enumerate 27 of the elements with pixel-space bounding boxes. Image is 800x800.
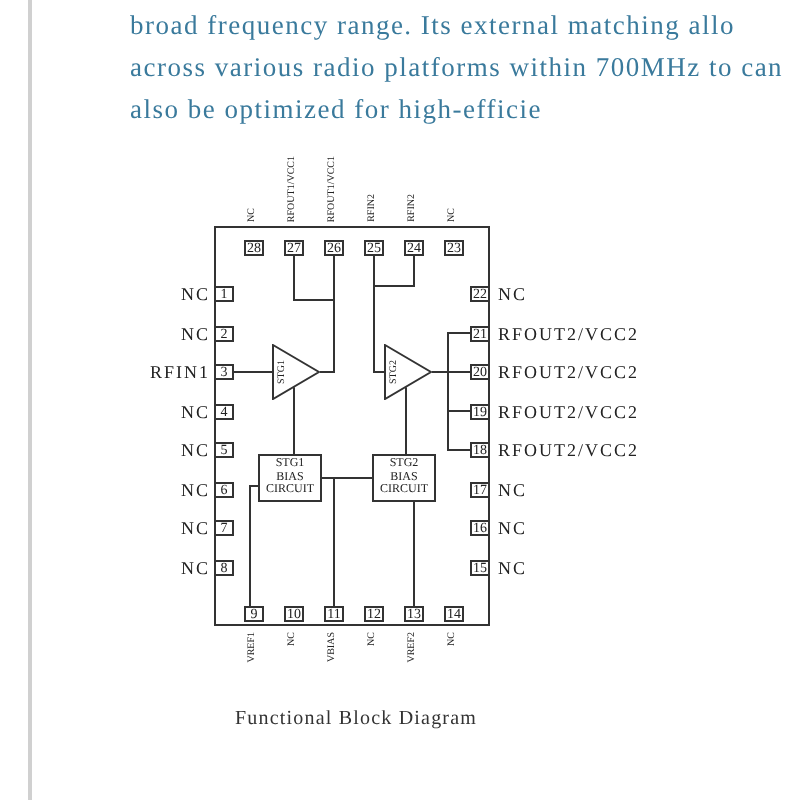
wire (405, 386, 407, 455)
pin-name: NC (180, 440, 210, 460)
pin-name: RFIN1 (149, 362, 210, 382)
wire (319, 255, 335, 373)
pin-name: RFOUT2/VCC2 (498, 362, 640, 382)
pin-name: NC (180, 557, 210, 577)
pin-name: NC (498, 518, 528, 538)
pin-name: NC (180, 323, 210, 343)
figure-caption: Functional Block Diagram (234, 708, 478, 730)
pin-name: NC (180, 401, 210, 421)
pin-name: NC (180, 518, 210, 538)
wire (431, 371, 471, 451)
wire (413, 501, 415, 607)
pin-name: NC (180, 479, 210, 499)
wire (333, 477, 373, 607)
pin-name: NC (498, 557, 528, 577)
pin-name: RFOUT2/VCC2 (498, 440, 640, 460)
body-text: broad frequency range. Its external matching allo across various radio platforms within 700MHz to can also be optimized for high-efficie (130, 8, 786, 128)
pin-name: RFOUT2/VCC2 (498, 401, 640, 421)
wire (249, 485, 259, 607)
pin-name: NC (498, 479, 528, 499)
wire (373, 255, 415, 373)
wire (293, 386, 295, 455)
pin-name: NC (498, 284, 528, 304)
pin-name: NC (180, 284, 210, 304)
pin-name: RFOUT2/VCC2 (498, 323, 640, 343)
wire (233, 371, 273, 373)
